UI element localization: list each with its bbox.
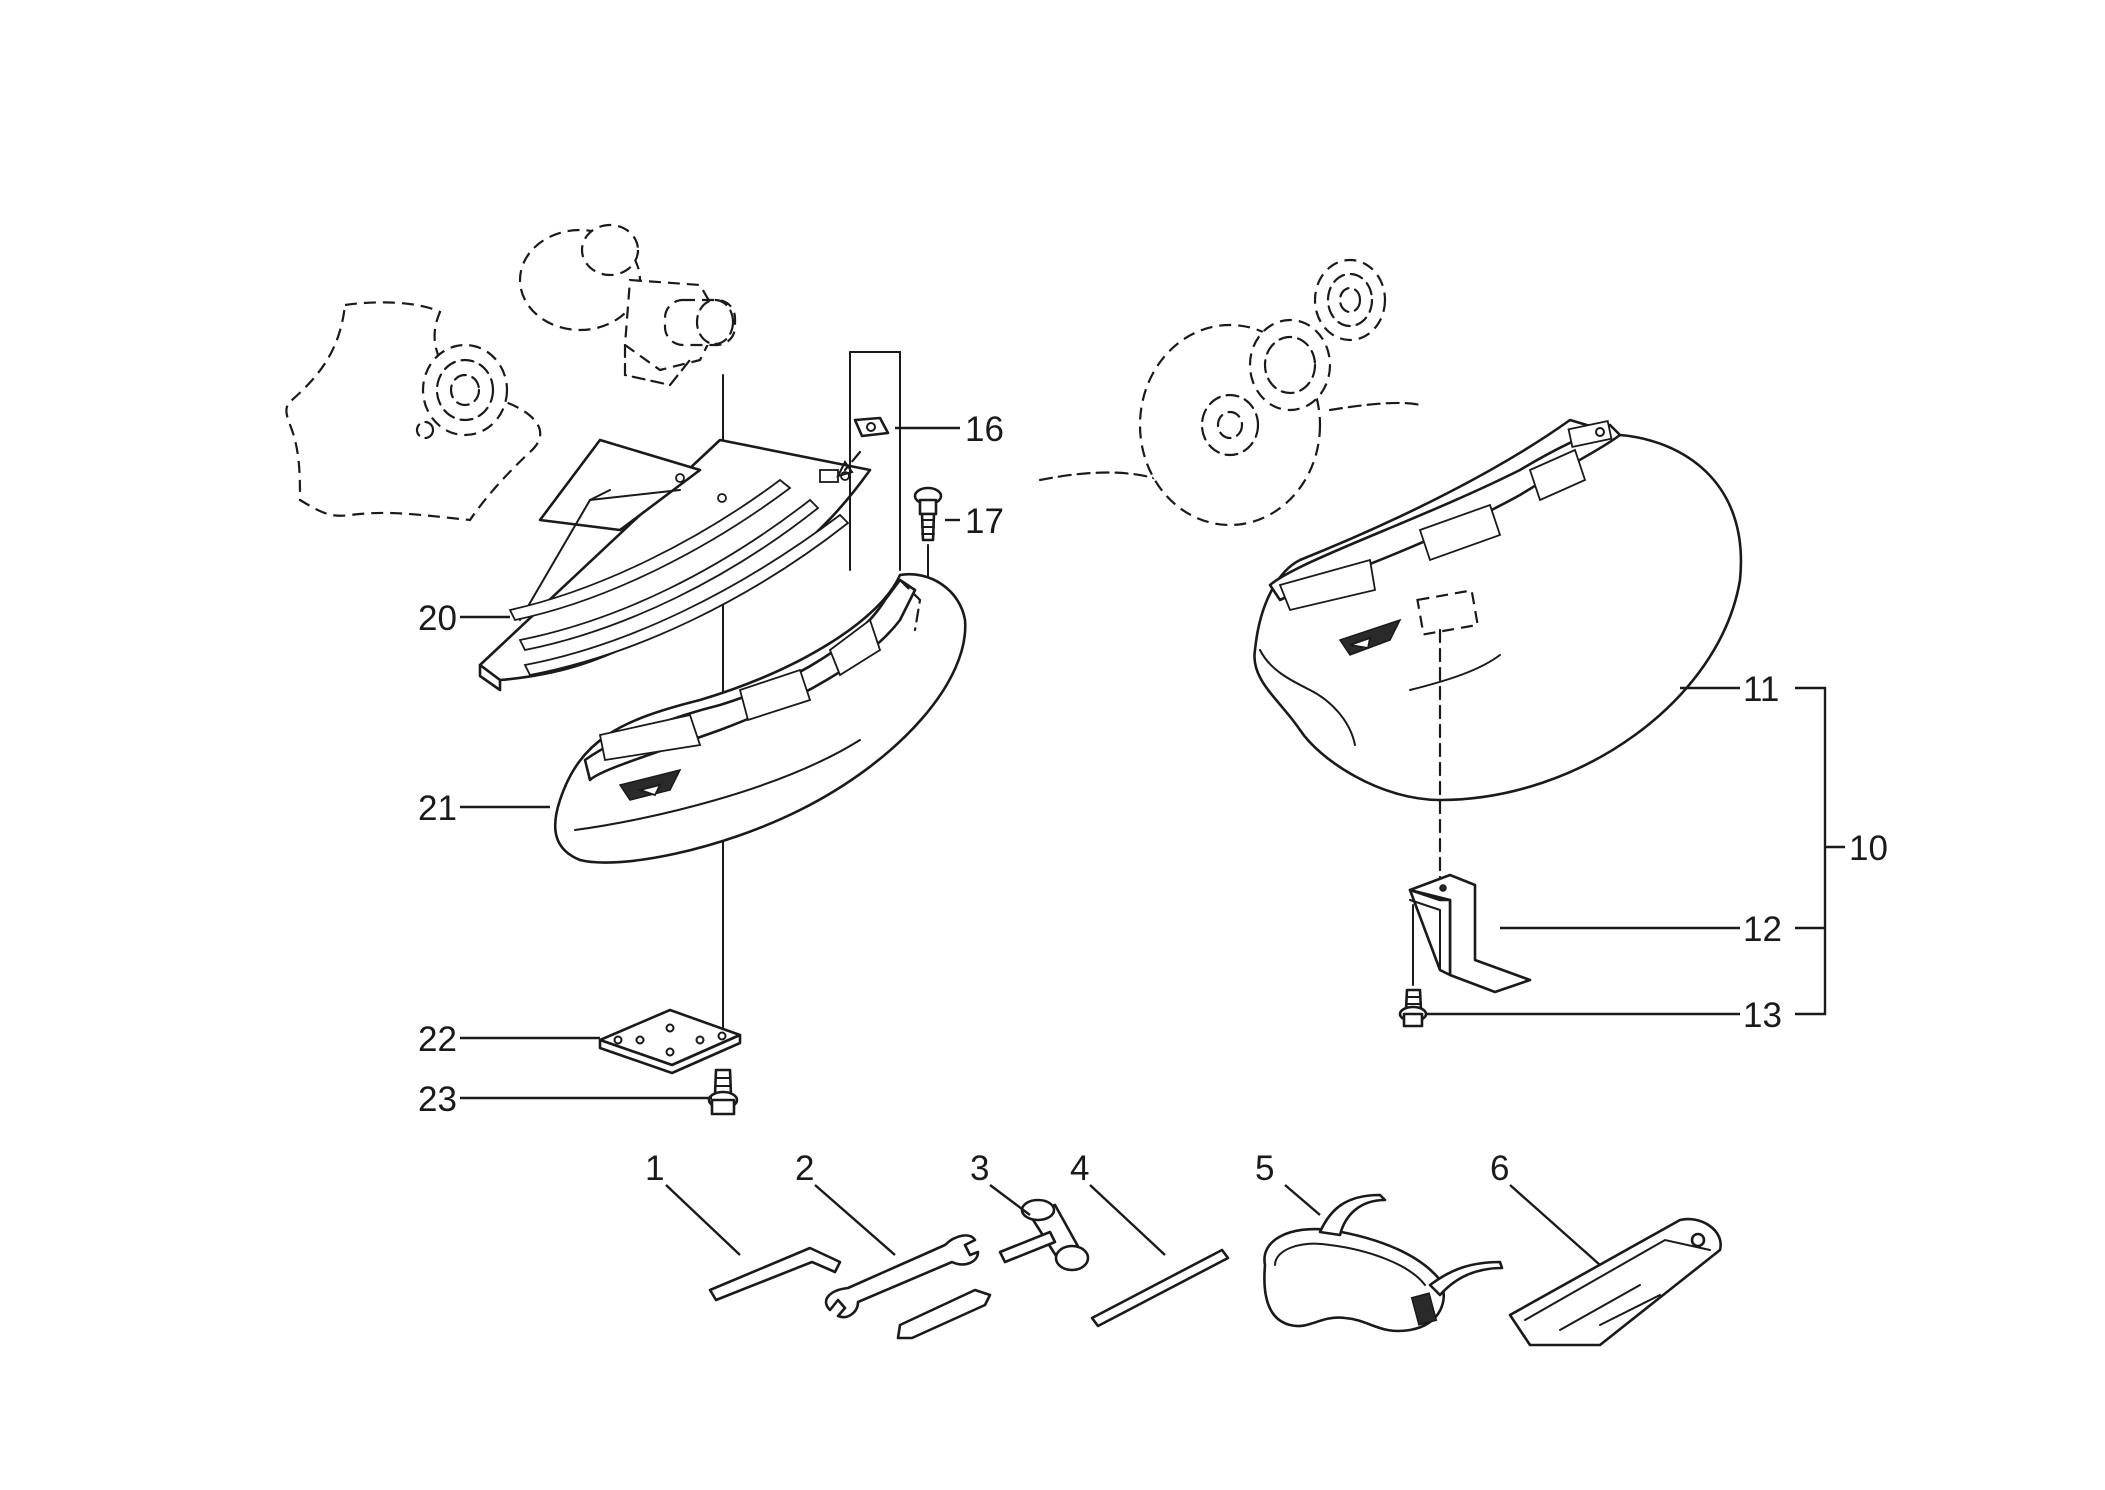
part-number-labels: 16 17 20 21 22 23 11 10 12 13 1 2 3 4 5 … bbox=[418, 410, 1888, 1188]
leader-lines bbox=[460, 426, 1845, 1266]
square-nut bbox=[836, 416, 890, 478]
label-part-12: 12 bbox=[1743, 910, 1782, 949]
bolt-23 bbox=[707, 1068, 739, 1116]
bolt-13 bbox=[1398, 904, 1428, 1028]
mounting-bracket bbox=[1408, 873, 1532, 994]
hex-key bbox=[708, 1246, 842, 1302]
label-part-3: 3 bbox=[970, 1149, 989, 1188]
label-part-2: 2 bbox=[795, 1149, 814, 1188]
socket-wrench bbox=[998, 1198, 1090, 1272]
label-part-21: 21 bbox=[418, 789, 457, 828]
wrench bbox=[824, 1234, 992, 1340]
safety-goggles bbox=[1263, 1193, 1504, 1333]
cutter-blade-reference bbox=[285, 301, 542, 522]
label-part-13: 13 bbox=[1743, 996, 1782, 1035]
label-part-10: 10 bbox=[1849, 829, 1888, 868]
label-part-17: 17 bbox=[965, 502, 1004, 541]
label-part-4: 4 bbox=[1070, 1149, 1089, 1188]
label-part-22: 22 bbox=[418, 1020, 457, 1059]
disc-blade-reference bbox=[1038, 258, 1422, 527]
label-part-6: 6 bbox=[1490, 1149, 1509, 1188]
label-part-23: 23 bbox=[418, 1080, 457, 1119]
tommy-bar bbox=[1090, 1248, 1230, 1328]
label-part-11: 11 bbox=[1743, 670, 1779, 709]
label-part-20: 20 bbox=[418, 599, 457, 638]
guard-cover bbox=[553, 572, 967, 864]
gear-head-reference bbox=[518, 223, 737, 387]
guard-plate bbox=[478, 438, 872, 692]
bolt-17 bbox=[913, 486, 943, 586]
label-part-1: 1 bbox=[645, 1149, 664, 1188]
label-part-16: 16 bbox=[965, 410, 1004, 449]
large-guard bbox=[1253, 418, 1743, 882]
mount-plate bbox=[598, 1008, 742, 1075]
label-part-5: 5 bbox=[1255, 1149, 1274, 1188]
tool-pouch bbox=[1508, 1217, 1722, 1347]
